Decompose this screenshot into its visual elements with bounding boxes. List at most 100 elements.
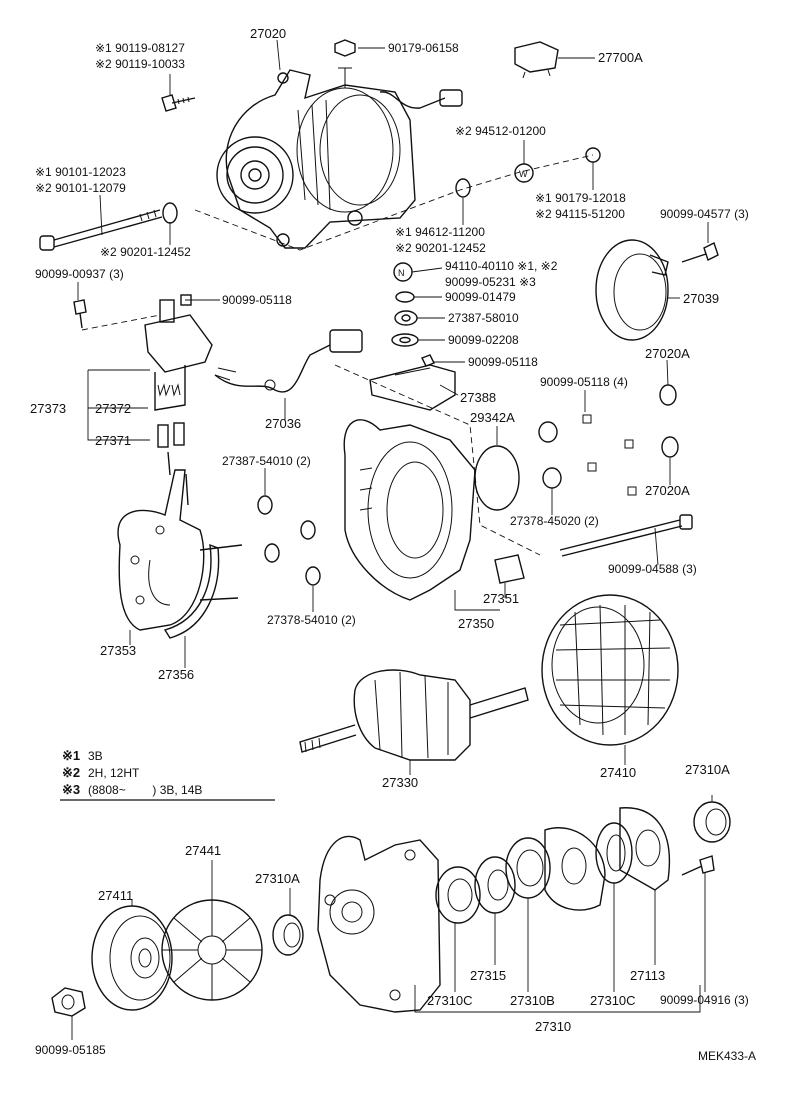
regulator-27372 (144, 299, 213, 411)
legend-mark-1: ※1 (62, 748, 80, 763)
label-27310B: 27310B (510, 993, 555, 1008)
label-27411: 27411 (98, 888, 133, 903)
stator-27410 (541, 594, 679, 746)
label-27351: 27351 (483, 591, 519, 606)
label-27356: 27356 (158, 667, 194, 682)
label-27410: 27410 (600, 765, 636, 780)
bearing-parts (435, 807, 670, 924)
rear-frame-27350 (343, 419, 476, 601)
sleeve-27351 (494, 554, 525, 584)
bearing-27310A-right (693, 801, 731, 843)
label-27310A-mid: 27310A (255, 871, 300, 886)
label-90179-06158: 90179-06158 (388, 41, 459, 55)
label-27387-58010: 27387-58010 (448, 311, 519, 325)
label-27371: 27371 (95, 433, 131, 448)
screw-90099-00937 (73, 299, 87, 329)
label-27350: 27350 (458, 616, 494, 631)
bushings (257, 384, 679, 586)
pulley-27411 (91, 905, 173, 1011)
rotor-27330 (299, 669, 529, 761)
label-27315: 27315 (470, 968, 506, 983)
diagram-code: MEK433-A (698, 1049, 756, 1063)
assembly-line-top (194, 154, 594, 251)
label-27441: 27441 (185, 843, 221, 858)
rectifier-27353 (117, 451, 243, 631)
o-ring-29342A (474, 445, 520, 511)
screw-90099-04916 (681, 855, 715, 876)
brush-27371 (157, 422, 185, 448)
label-27378-45020: 27378-45020 (2) (510, 514, 599, 528)
label-27310: 27310 (535, 1019, 571, 1034)
label-94612: ※1 94612-11200 (395, 225, 485, 239)
label-27388: 27388 (460, 390, 496, 405)
label-27330: 27330 (382, 775, 418, 790)
label-27020: 27020 (250, 26, 286, 41)
legend: ※1 3B ※2 2H, 12HT ※3 (8808~ ) 3B, 14B (60, 748, 275, 801)
label-90201-mid: ※2 90201-12452 (395, 241, 486, 255)
legend-text-3: (8808~ ) 3B, 14B (88, 783, 202, 797)
legend-mark-2: ※2 (62, 765, 80, 780)
assembly-line-regulator (81, 299, 215, 331)
label-90099-04577: 90099-04577 (3) (660, 207, 749, 221)
label-90099-04916: 90099-04916 (3) (660, 993, 749, 1007)
label-90099-05118-a: 90099-05118 (222, 293, 292, 307)
svg-text:N: N (398, 268, 405, 278)
label-27036: 27036 (265, 416, 301, 431)
label-27020A-top: 27020A (645, 346, 690, 361)
label-27310C-a: 27310C (427, 993, 473, 1008)
label-27373: 27373 (30, 401, 66, 416)
bolt-90099-04588 (559, 514, 693, 557)
drive-end-frame (317, 835, 441, 1013)
label-90099-05118-b: 90099-05118 (468, 355, 538, 369)
label-90119-b: ※2 90119-10033 (95, 57, 185, 71)
alternator-assembly-drawing (216, 67, 463, 249)
label-94512: ※2 94512-01200 (455, 124, 546, 138)
label-90099-02208: 90099-02208 (448, 333, 519, 347)
label-90099-05118-4: 90099-05118 (4) (540, 375, 628, 389)
label-94110: 94110-40110 ※1, ※2 (445, 259, 558, 273)
label-27020A-bot: 27020A (645, 483, 690, 498)
label-27310A-right: 27310A (685, 762, 730, 777)
label-94115: ※2 94115-51200 (535, 207, 625, 221)
legend-text-1: 3B (88, 749, 103, 763)
label-27378-54010: 27378-54010 (2) (267, 613, 356, 627)
washer-90201-top (162, 202, 178, 224)
insulator-27356 (163, 543, 220, 639)
label-90101-b: ※2 90101-12079 (35, 181, 126, 195)
svg-text:W: W (519, 169, 528, 179)
label-29342A: 29342A (470, 410, 515, 425)
leader-lines (71, 39, 713, 1040)
bracket-27310 (414, 985, 701, 1013)
nut-stack: N (391, 262, 435, 367)
label-90099-01479: 90099-01479 (445, 290, 516, 304)
label-27310C-b: 27310C (590, 993, 636, 1008)
assembly-line-mid (334, 364, 541, 556)
label-90179-12018: ※1 90179-12018 (535, 191, 626, 205)
washer-94612 (455, 178, 471, 198)
connector-27700A (514, 41, 559, 79)
label-27372: 27372 (95, 401, 131, 416)
wire-harness-27036 (214, 329, 363, 393)
label-27353: 27353 (100, 643, 136, 658)
label-27387-54010: 27387-54010 (2) (222, 454, 311, 468)
fan-27441 (161, 899, 263, 1001)
label-90099-05231: 90099-05231 ※3 (445, 275, 536, 289)
label-90119-a: ※1 90119-08127 (95, 41, 185, 55)
bearing-27310A-mid (272, 914, 304, 956)
label-90101-a: ※1 90101-12023 (35, 165, 126, 179)
legend-mark-3: ※3 (62, 782, 80, 797)
label-27039: 27039 (683, 291, 719, 306)
label-90099-05185: 90099-05185 (35, 1043, 106, 1057)
nut-90179-06158 (334, 39, 356, 57)
label-27113: 27113 (630, 968, 665, 983)
screw-90099-04577 (681, 242, 719, 263)
label-90099-00937: 90099-00937 (3) (35, 267, 124, 281)
long-bolt-90101 (39, 209, 163, 251)
legend-text-2: 2H, 12HT (88, 766, 140, 780)
part-labels: 27020 ※1 90119-08127 ※2 90119-10033 9017… (30, 26, 756, 1063)
rear-cover-27039 (595, 239, 669, 341)
insulator-27388 (369, 364, 456, 411)
bolt-90119 (161, 94, 196, 112)
